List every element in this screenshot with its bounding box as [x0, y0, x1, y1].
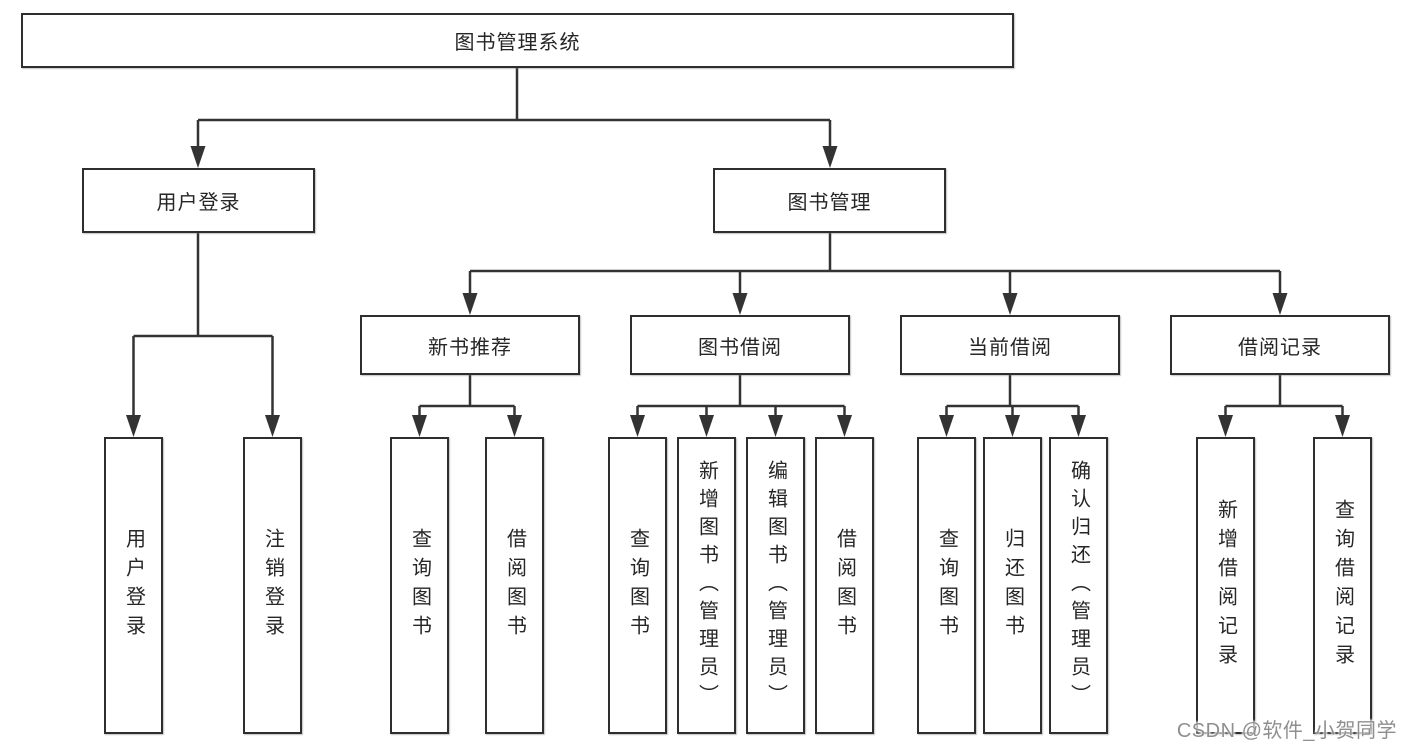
leaf-query-books-current: 查询图书: [917, 437, 976, 734]
leaf-add-borrow-record: 新增借阅记录: [1196, 437, 1255, 734]
node-label: 查询图书: [626, 527, 649, 644]
node-label: 编辑图书（管理员）: [764, 459, 787, 712]
leaf-confirm-return-admin: 确认归还（管理员）: [1049, 437, 1108, 734]
csdn-watermark: CSDN @软件_小贺同学: [1176, 720, 1397, 742]
node-label: 借阅图书: [833, 527, 856, 644]
leaf-query-borrow-record: 查询借阅记录: [1313, 437, 1372, 734]
node-label: 图书管理系统: [454, 32, 581, 54]
node-label: 借阅记录: [1238, 336, 1322, 359]
node-label: 图书借阅: [698, 336, 782, 359]
leaf-edit-books-admin: 编辑图书（管理员）: [746, 437, 805, 734]
node-new-book-recommendation: 新书推荐: [360, 315, 580, 375]
node-book-management: 图书管理: [713, 168, 946, 233]
leaf-add-books-admin: 新增图书（管理员）: [677, 437, 736, 734]
node-label: 查询图书: [408, 527, 431, 644]
node-label: 查询图书: [935, 527, 958, 644]
leaf-query-books-borrow: 查询图书: [608, 437, 667, 734]
leaf-user-login: 用户登录: [104, 437, 163, 734]
node-borrowing-records: 借阅记录: [1170, 315, 1390, 375]
node-label: 新增图书（管理员）: [695, 459, 718, 712]
node-root-library-system: 图书管理系统: [21, 13, 1014, 68]
leaf-borrow-books-recommend: 借阅图书: [485, 437, 544, 734]
node-label: 注销登录: [261, 527, 284, 644]
node-label: 用户登录: [156, 192, 241, 214]
node-label: 用户登录: [122, 527, 145, 644]
node-book-borrowing: 图书借阅: [630, 315, 850, 375]
leaf-query-books-recommend: 查询图书: [390, 437, 449, 734]
node-label: 归还图书: [1001, 527, 1024, 644]
node-label: 确认归还（管理员）: [1067, 459, 1090, 712]
leaf-return-books: 归还图书: [983, 437, 1042, 734]
node-current-borrowing: 当前借阅: [900, 315, 1120, 375]
arrowheads: [126, 146, 1350, 437]
leaf-logout: 注销登录: [243, 437, 302, 734]
node-label: 查询借阅记录: [1331, 498, 1354, 673]
node-user-login: 用户登录: [82, 168, 315, 233]
node-label: 借阅图书: [503, 527, 526, 644]
node-label: 新书推荐: [428, 336, 512, 359]
node-label: 新增借阅记录: [1214, 498, 1237, 673]
node-label: 图书管理: [787, 192, 872, 214]
leaf-borrow-books: 借阅图书: [815, 437, 874, 734]
node-label: 当前借阅: [968, 336, 1052, 359]
